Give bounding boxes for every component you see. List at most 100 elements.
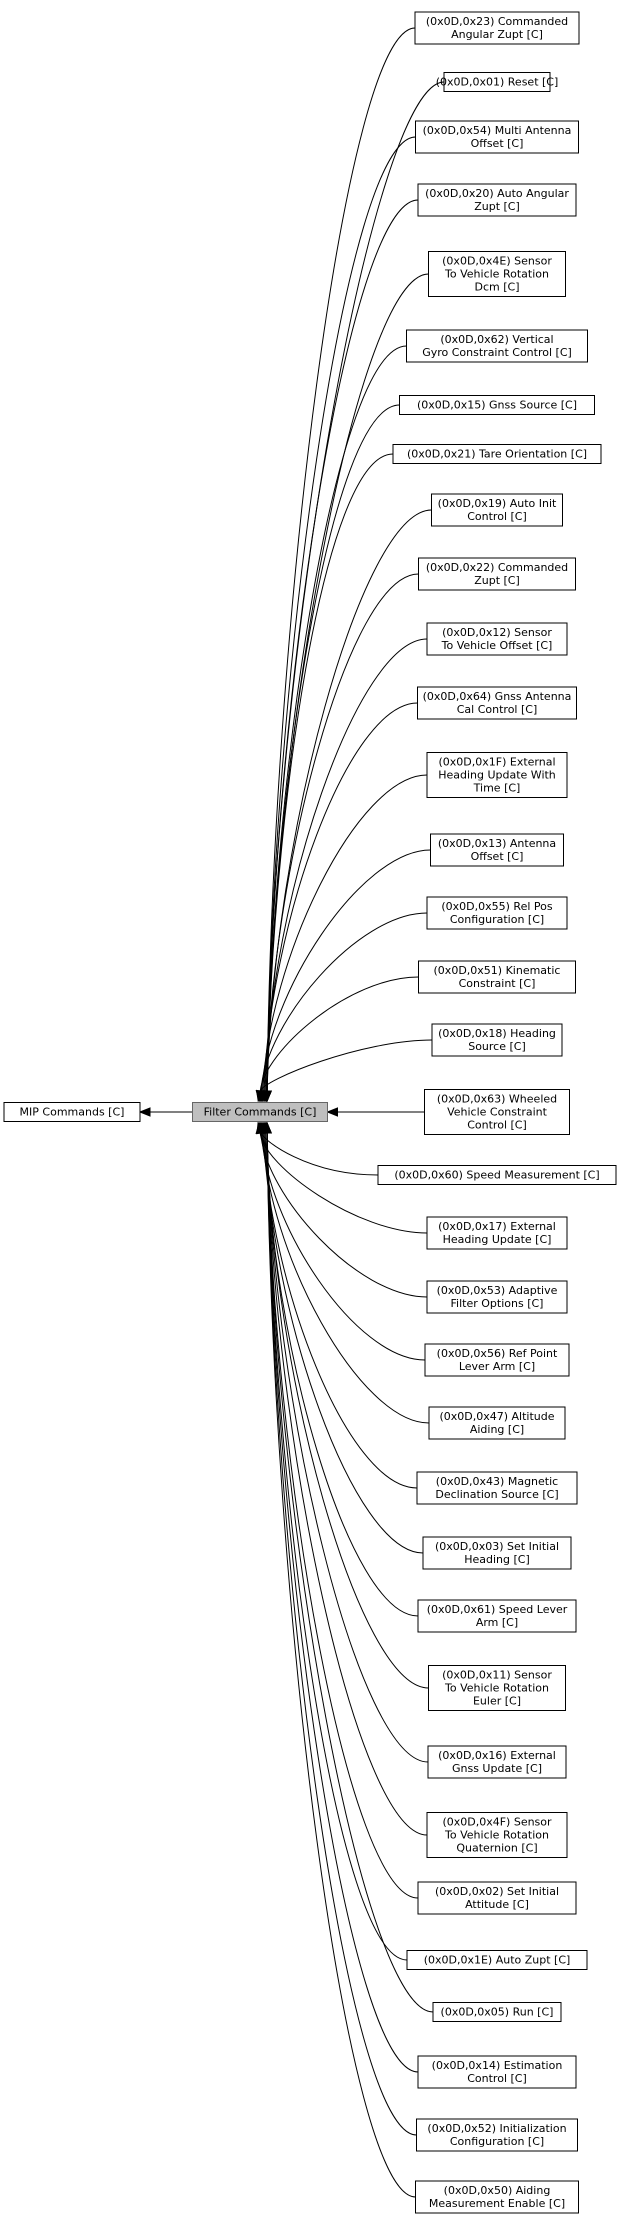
edge-line bbox=[265, 573, 419, 1092]
node-label-line: (0x0D,0x53) Adaptive bbox=[437, 1284, 558, 1297]
node-label-line: Arm [C] bbox=[476, 1616, 518, 1629]
node-label-line: Aiding [C] bbox=[470, 1423, 524, 1436]
node-box bbox=[417, 1881, 577, 1915]
edge-line bbox=[260, 1132, 379, 1176]
node-label-line: Control [C] bbox=[467, 2072, 527, 2085]
node-box bbox=[427, 1745, 567, 1779]
node-label-line: Constraint [C] bbox=[459, 977, 536, 990]
node-box bbox=[426, 1280, 568, 1314]
node-label-line: Quaternion [C] bbox=[456, 1842, 537, 1855]
node-initialization-configuration[interactable]: (0x0D,0x52) InitializationConfiguration … bbox=[416, 2118, 578, 2152]
node-label-line: (0x0D,0x23) Commanded bbox=[426, 15, 568, 28]
node-box bbox=[416, 2118, 578, 2152]
edge-reset-to-filter-commands bbox=[262, 81, 445, 1103]
node-label-line: Lever Arm [C] bbox=[459, 1360, 535, 1373]
edge-line bbox=[266, 1132, 434, 2013]
node-label-line: (0x0D,0x03) Set Initial bbox=[435, 1540, 559, 1553]
edge-arrowhead bbox=[326, 1107, 338, 1117]
edge-line bbox=[266, 1132, 429, 1689]
node-label-line: Measurement Enable [C] bbox=[429, 2197, 565, 2210]
node-box bbox=[418, 557, 576, 591]
node-label-line: (0x0D,0x61) Speed Lever bbox=[427, 1603, 568, 1616]
node-tare-orientation[interactable]: (0x0D,0x21) Tare Orientation [C] bbox=[392, 444, 602, 464]
node-label-line: (0x0D,0x4F) Sensor bbox=[442, 1816, 552, 1829]
node-gnss-source[interactable]: (0x0D,0x15) Gnss Source [C] bbox=[399, 395, 595, 415]
edge-run-to-filter-commands bbox=[262, 1121, 434, 2013]
node-label-line: Gnss Update [C] bbox=[452, 1762, 542, 1775]
node-label-line: Heading Update With bbox=[438, 769, 556, 782]
node-label-line: (0x0D,0x13) Antenna bbox=[438, 837, 556, 850]
node-run[interactable]: (0x0D,0x05) Run [C] bbox=[432, 2002, 562, 2022]
node-box bbox=[443, 72, 551, 92]
node-label-line: Angular Zupt [C] bbox=[451, 28, 543, 41]
edge-line bbox=[263, 702, 418, 1092]
node-label-line: (0x0D,0x62) Vertical bbox=[440, 333, 553, 346]
edge-line bbox=[262, 774, 428, 1092]
node-label-line: (0x0D,0x1F) External bbox=[438, 756, 555, 769]
edge-line bbox=[263, 1132, 418, 1489]
edge-speed-measurement-to-filter-commands bbox=[256, 1121, 379, 1176]
node-label-line: (0x0D,0x1E) Auto Zupt [C] bbox=[424, 1954, 571, 1967]
edge-wheeled-vehicle-constraint-control-to-filter-commands bbox=[326, 1107, 425, 1117]
node-label-line: (0x0D,0x22) Commanded bbox=[426, 561, 568, 574]
node-label-line: Vehicle Constraint bbox=[447, 1106, 548, 1119]
edge-sensor-to-vehicle-offset-to-filter-commands bbox=[260, 638, 428, 1103]
node-label-line: Cal Control [C] bbox=[457, 703, 538, 716]
node-label-line: (0x0D,0x19) Auto Init bbox=[438, 497, 557, 510]
node-label-line: (0x0D,0x51) Kinematic bbox=[434, 964, 561, 977]
edge-sensor-to-vehicle-rotation-quaternion-to-filter-commands bbox=[262, 1121, 428, 1836]
node-label-line: (0x0D,0x50) Aiding bbox=[444, 2184, 551, 2197]
node-label-line: Offset [C] bbox=[471, 850, 524, 863]
edge-line bbox=[266, 345, 407, 1092]
node-box bbox=[417, 2055, 577, 2089]
edge-arrowhead bbox=[138, 1107, 151, 1117]
edge-auto-init-control-to-filter-commands bbox=[262, 509, 432, 1103]
edge-line bbox=[259, 976, 419, 1092]
edge-adaptive-filter-options-to-filter-commands bbox=[256, 1121, 428, 1298]
node-mip-commands[interactable]: MIP Commands [C] bbox=[3, 1102, 141, 1122]
node-auto-zupt[interactable]: (0x0D,0x1E) Auto Zupt [C] bbox=[406, 1950, 588, 1970]
node-reset[interactable]: (0x0D,0x01) Reset [C] bbox=[436, 72, 559, 92]
edge-line bbox=[266, 1132, 419, 1899]
node-box bbox=[428, 1665, 566, 1711]
node-label-line: (0x0D,0x60) Speed Measurement [C] bbox=[394, 1169, 599, 1182]
node-label-line: (0x0D,0x64) Gnss Antenna bbox=[423, 690, 572, 703]
node-box bbox=[431, 1023, 563, 1057]
node-box bbox=[406, 329, 588, 363]
edge-auto-angular-zupt-to-filter-commands bbox=[262, 199, 419, 1103]
node-box bbox=[416, 1471, 578, 1505]
edge-line bbox=[266, 1132, 428, 1836]
node-label-line: Dcm [C] bbox=[475, 281, 520, 294]
node-label-line: (0x0D,0x20) Auto Angular bbox=[425, 187, 569, 200]
node-speed-measurement[interactable]: (0x0D,0x60) Speed Measurement [C] bbox=[377, 1165, 617, 1185]
